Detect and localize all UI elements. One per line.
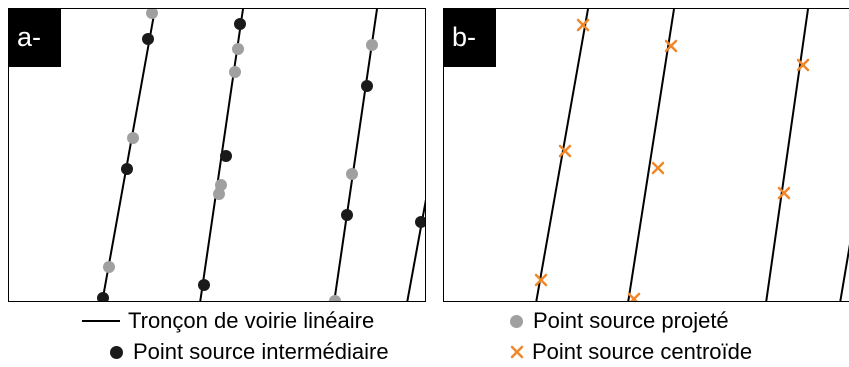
- projected-point: [103, 261, 115, 273]
- intermediate-point: [121, 163, 133, 175]
- legend-centroid-label: Point source centroïde: [532, 339, 753, 364]
- projected-point: [229, 66, 241, 78]
- road-segment: [333, 9, 378, 301]
- panel-a: a-: [8, 8, 426, 302]
- legend-intermediate-label: Point source intermédiaire: [133, 339, 389, 364]
- road-segment: [627, 9, 675, 301]
- intermediate-point: [361, 80, 373, 92]
- legend-centroid: Point source centroïde: [510, 337, 752, 367]
- projected-point: [127, 132, 139, 144]
- road-segment: [535, 9, 589, 301]
- intermediate-point: [142, 33, 154, 45]
- projected-point: [329, 295, 341, 301]
- intermediate-point: [220, 150, 232, 162]
- intermediate-point: [341, 209, 353, 221]
- projected-point: [232, 43, 244, 55]
- panel-b: b-: [443, 8, 849, 302]
- panel-b-map: [534, 9, 849, 301]
- centroid-point: [664, 39, 678, 53]
- projected-point: [366, 39, 378, 51]
- legend-intermediate: Point source intermédiaire: [110, 337, 389, 367]
- projected-point: [146, 9, 158, 19]
- road-segment: [765, 9, 809, 301]
- legend-projected: Point source projeté: [510, 306, 729, 336]
- legend-projected-label: Point source projeté: [533, 308, 729, 333]
- centroid-point: [576, 18, 590, 32]
- centroid-point: [777, 186, 791, 200]
- grey-dot-icon: [510, 314, 523, 328]
- legend-road: Tronçon de voirie linéaire: [82, 306, 374, 336]
- road-segment: [406, 199, 425, 301]
- road-segment: [839, 243, 849, 301]
- road-line-icon: [82, 320, 120, 322]
- panel-b-label: b-: [444, 9, 496, 67]
- panel-a-label: a-: [9, 9, 61, 67]
- projected-point: [215, 179, 227, 191]
- panel-a-map: [97, 9, 425, 301]
- centroid-point: [796, 58, 810, 72]
- road-segment: [101, 9, 156, 301]
- intermediate-point: [234, 18, 246, 30]
- legend-road-label: Tronçon de voirie linéaire: [128, 308, 375, 333]
- centroid-point: [534, 273, 548, 287]
- centroid-point: [627, 292, 641, 301]
- black-dot-icon: [110, 345, 123, 359]
- centroid-point: [651, 161, 665, 175]
- intermediate-point: [97, 292, 109, 301]
- orange-cross-icon: [510, 345, 524, 359]
- projected-point: [213, 188, 225, 200]
- intermediate-point: [415, 216, 425, 228]
- intermediate-point: [198, 279, 210, 291]
- projected-point: [346, 168, 358, 180]
- centroid-point: [558, 144, 572, 158]
